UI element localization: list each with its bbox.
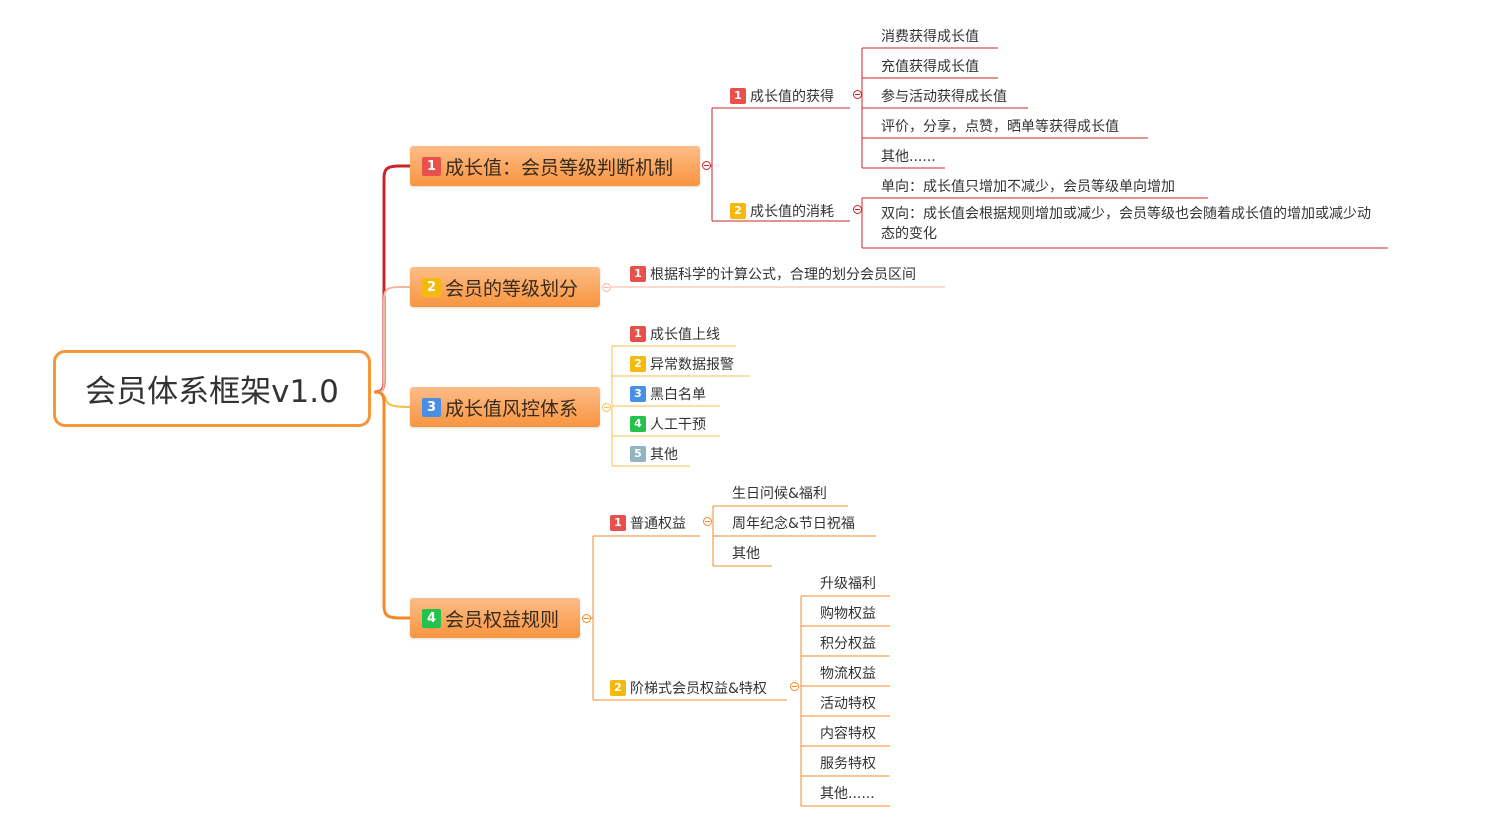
leaf-item[interactable]: 其他 <box>732 546 760 562</box>
leaf-item[interactable]: 参与活动获得成长值 <box>881 89 1007 105</box>
edge-root-branch2 <box>373 286 410 393</box>
branch-risk-control[interactable]: 3 成长值风控体系 <box>410 387 600 427</box>
collapse-toggle[interactable] <box>602 283 611 292</box>
branch-member-rights[interactable]: 4 会员权益规则 <box>410 598 580 638</box>
leaf-item[interactable]: 内容特权 <box>820 726 876 742</box>
priority-2-badge: 2 <box>630 356 646 372</box>
subtopic-risk-item[interactable]: 4 人工干预 <box>630 414 706 434</box>
priority-3-badge: 3 <box>630 386 646 402</box>
leaf-item[interactable]: 购物权益 <box>820 606 876 622</box>
branch-label: 成长值：会员等级判断机制 <box>445 156 674 179</box>
subtopic-risk-item[interactable]: 2 异常数据报警 <box>630 354 734 374</box>
collapse-toggle[interactable] <box>853 205 862 214</box>
priority-4-badge: 4 <box>630 416 646 432</box>
root-topic-label: 会员体系框架v1.0 <box>85 374 339 410</box>
leaf-item[interactable]: 积分权益 <box>820 636 876 652</box>
leaf-item[interactable]: 评价，分享，点赞，晒单等获得成长值 <box>881 119 1119 135</box>
priority-4-badge: 4 <box>422 608 441 628</box>
priority-1-badge: 1 <box>630 266 646 282</box>
root-topic[interactable]: 会员体系框架v1.0 <box>53 350 371 427</box>
leaf-item[interactable]: 升级福利 <box>820 576 876 592</box>
priority-3-badge: 3 <box>422 397 441 417</box>
collapse-toggle[interactable] <box>790 682 799 691</box>
leaf-item[interactable]: 充值获得成长值 <box>881 59 979 75</box>
priority-2-badge: 2 <box>730 203 746 219</box>
leaf-item[interactable]: 其他...... <box>881 149 936 165</box>
subtopic-label: 成长值的消耗 <box>750 204 834 220</box>
subtopic-tier-rights[interactable]: 2 阶梯式会员权益&特权 <box>610 678 767 698</box>
subtopic-normal-rights[interactable]: 1 普通权益 <box>610 513 686 533</box>
edge-root-branch1 <box>373 164 410 394</box>
priority-1-badge: 1 <box>630 326 646 342</box>
subtopic-label: 成长值上线 <box>650 327 720 343</box>
subtopic-growth-acquire[interactable]: 1 成长值的获得 <box>730 86 834 106</box>
collapse-toggle[interactable] <box>703 517 712 526</box>
priority-2-badge: 2 <box>610 680 626 696</box>
branch-label: 会员的等级划分 <box>445 277 579 300</box>
subtopic-risk-item[interactable]: 5 其他 <box>630 444 678 464</box>
leaf-item[interactable]: 消费获得成长值 <box>881 29 979 45</box>
collapse-toggle[interactable] <box>853 90 862 99</box>
branch-member-level[interactable]: 2 会员的等级划分 <box>410 267 600 307</box>
collapse-toggle[interactable] <box>602 403 611 412</box>
subtopic-label: 成长值的获得 <box>750 89 834 105</box>
leaf-item[interactable]: 生日问候&福利 <box>732 486 827 502</box>
leaf-item[interactable]: 服务特权 <box>820 756 876 772</box>
branch-label: 成长值风控体系 <box>445 397 579 420</box>
subtopic-label: 异常数据报警 <box>650 357 734 373</box>
leaf-item[interactable]: 活动特权 <box>820 696 876 712</box>
branch-label: 会员权益规则 <box>445 608 560 631</box>
subtopic-label: 其他 <box>650 447 678 463</box>
subtopic-risk-item[interactable]: 3 黑白名单 <box>630 384 706 404</box>
collapse-toggle[interactable] <box>702 161 711 170</box>
subtopic-growth-consume[interactable]: 2 成长值的消耗 <box>730 201 834 221</box>
leaf-item[interactable]: 双向：成长值会根据规则增加或减少，会员等级也会随着成长值的增加或减少动态的变化 <box>881 206 1371 242</box>
priority-1-badge: 1 <box>610 515 626 531</box>
leaf-item[interactable]: 物流权益 <box>820 666 876 682</box>
priority-1-badge: 1 <box>422 156 441 176</box>
subtopic-level-formula[interactable]: 1 根据科学的计算公式，合理的划分会员区间 <box>630 264 916 284</box>
subtopic-label: 根据科学的计算公式，合理的划分会员区间 <box>650 267 916 283</box>
subtopic-label: 阶梯式会员权益&特权 <box>630 681 767 697</box>
leaf-item[interactable]: 其他...... <box>820 786 875 802</box>
subtopic-label: 普通权益 <box>630 516 686 532</box>
collapse-toggle[interactable] <box>582 614 591 623</box>
leaf-item[interactable]: 单向：成长值只增加不减少，会员等级单向增加 <box>881 179 1175 195</box>
branch-growth-value[interactable]: 1 成长值：会员等级判断机制 <box>410 146 700 186</box>
subtopic-risk-item[interactable]: 1 成长值上线 <box>630 324 720 344</box>
subtopic-label: 人工干预 <box>650 417 706 433</box>
subtopic-label: 黑白名单 <box>650 387 706 403</box>
edge-root-branch4 <box>373 390 410 620</box>
priority-1-badge: 1 <box>730 88 746 104</box>
priority-2-badge: 2 <box>422 277 441 297</box>
priority-5-badge: 5 <box>630 446 646 462</box>
leaf-item[interactable]: 周年纪念&节日祝福 <box>732 516 855 532</box>
